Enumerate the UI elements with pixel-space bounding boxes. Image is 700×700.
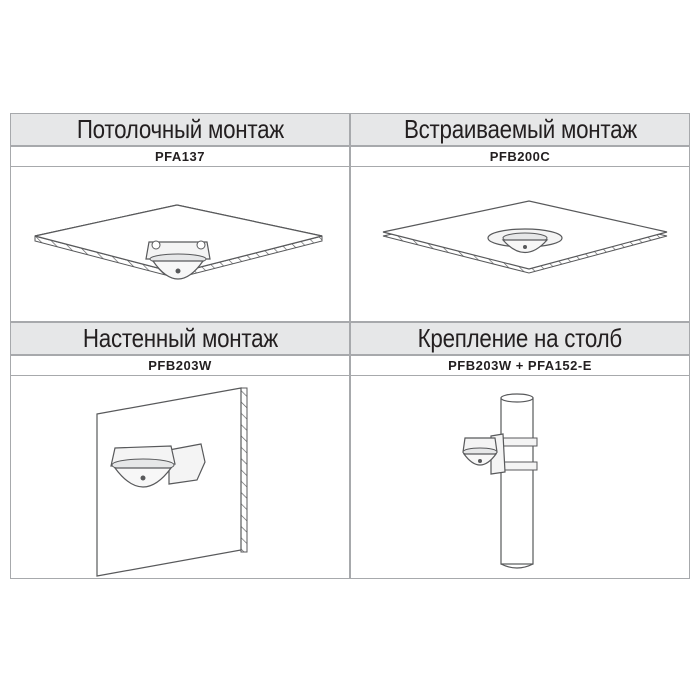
mount-title-pole: Крепление на столб	[350, 322, 690, 355]
mount-illustration-pole	[350, 376, 690, 579]
pole-mount-icon	[462, 393, 538, 569]
mount-model-ceiling: PFA137	[10, 146, 350, 167]
ceiling-mount-icon	[34, 204, 323, 280]
mount-title-in-ceiling: Встраиваемый монтаж	[350, 113, 690, 146]
mount-model-pole: PFB203W + PFA152-E	[350, 355, 690, 376]
in-ceiling-mount-icon	[382, 200, 668, 274]
mount-model-wall: PFB203W	[10, 355, 350, 376]
mount-illustration-ceiling	[10, 167, 350, 322]
mount-title-ceiling: Потолочный монтаж	[10, 113, 350, 146]
mount-model-in-ceiling: PFB200C	[350, 146, 690, 167]
mount-table: Потолочный монтаж PFA137 Встраиваемый мо…	[10, 113, 690, 579]
wall-mount-icon	[96, 387, 248, 577]
mount-illustration-wall	[10, 376, 350, 579]
mount-illustration-in-ceiling	[350, 167, 690, 322]
mount-title-wall: Настенный монтаж	[10, 322, 350, 355]
